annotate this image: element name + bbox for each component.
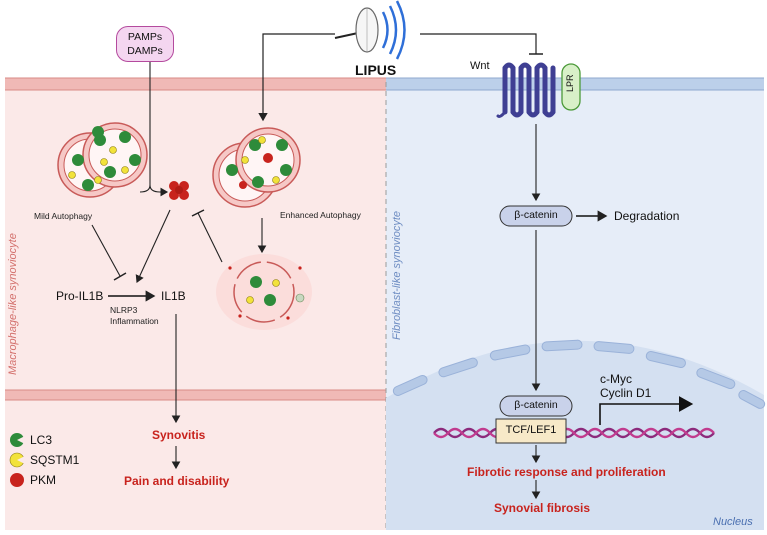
transcription-arrow <box>599 396 694 425</box>
mild-autophagosome <box>57 122 148 198</box>
il1b-label: IL1B <box>161 289 186 303</box>
legend-lc3-icon <box>10 433 25 447</box>
legend-sqstm1-label: SQSTM1 <box>30 453 80 467</box>
damps-label: DAMPs <box>127 45 163 57</box>
cmyc-label: c-Myc <box>600 372 632 386</box>
nlrp3-label: NLRP3 <box>110 305 138 315</box>
tcf-lef1-box <box>495 418 567 444</box>
legend-sqstm1-icon <box>9 452 25 468</box>
synovitis-label: Synovitis <box>152 428 206 442</box>
enhanced-autophagy-label: Enhanced Autophagy <box>280 210 361 220</box>
beta-catenin-box <box>499 205 573 227</box>
pamps-damps-box: PAMPs DAMPs <box>116 26 174 62</box>
tcf-lef1-label: TCF/LEF1 <box>505 424 557 436</box>
nuclear-beta-catenin-label: β-catenin <box>514 399 558 411</box>
left-side-label: Macrophage-like synoviocyte <box>7 233 19 375</box>
legend-pkm-label: PKM <box>30 473 57 487</box>
synovial-fibrosis-label: Synovial fibrosis <box>494 501 591 515</box>
lipus-to-enhanced-arrow <box>258 33 335 122</box>
wnt-label: Wnt <box>470 60 490 72</box>
degradation-label: Degradation <box>614 209 680 223</box>
legend-pkm-icon <box>10 473 24 487</box>
beta-catenin-label: β-catenin <box>514 209 558 221</box>
autolysosome <box>216 254 312 330</box>
nucleus-label: Nucleus <box>713 516 753 528</box>
mild-inhibits-il1b <box>91 224 121 277</box>
cyclin-label: Cyclin D1 <box>600 386 652 400</box>
lipus-title: LIPUS <box>355 62 397 78</box>
fibrotic-label: Fibrotic response and proliferation <box>467 465 666 479</box>
mild-autophagy-label: Mild Autophagy <box>34 211 93 221</box>
dna-helix <box>433 427 715 439</box>
right-side-label: Fibroblast-like synoviocyte <box>391 211 403 340</box>
left-membrane-mid <box>5 390 386 400</box>
pkm-to-conversion-arrow <box>135 209 171 283</box>
lpr-label: LPR <box>565 74 575 92</box>
lipus-inhibits-wnt-line <box>420 33 537 54</box>
lysosome-inhibits-pkm <box>197 212 223 263</box>
pain-label: Pain and disability <box>124 474 230 488</box>
pamps-label: PAMPs <box>127 31 163 43</box>
left-membrane-top <box>5 78 386 90</box>
legend-lc3-label: LC3 <box>30 433 53 447</box>
inflammation-label: Inflammation <box>110 316 159 326</box>
lipus-device-icon <box>334 0 406 60</box>
wnt-receptor-icon <box>496 62 556 118</box>
enhanced-autophagosome <box>212 127 301 208</box>
nuclear-beta-catenin-box <box>499 395 573 417</box>
pro-il1b-label: Pro-IL1B <box>56 289 104 303</box>
lpr-coreceptor <box>561 63 581 111</box>
pkm-cluster <box>169 181 189 200</box>
nuclear-envelope <box>392 339 766 409</box>
